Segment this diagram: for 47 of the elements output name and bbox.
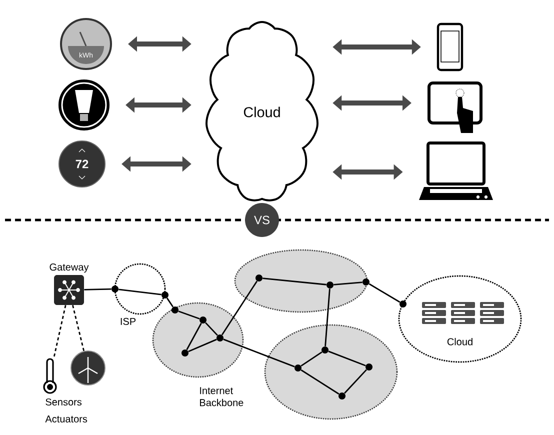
network-link (205, 322, 218, 336)
network-link (328, 350, 366, 366)
network-link (223, 338, 295, 368)
network-dot (326, 282, 334, 288)
network-link (221, 280, 258, 336)
network-link (188, 338, 217, 352)
network-link (118, 288, 162, 296)
sensors-label: Sensors (46, 398, 82, 406)
laptop-icon (419, 142, 493, 200)
network-link (368, 283, 400, 303)
network-link (324, 288, 330, 346)
network-dot (256, 274, 262, 282)
dashed-connector (72, 305, 85, 352)
network-dot (200, 316, 206, 324)
network-dot (172, 306, 178, 314)
vs-badge: VS (245, 203, 279, 237)
network-link (300, 351, 322, 367)
wind-turbine-icon (70, 350, 106, 386)
network-dot (216, 334, 224, 342)
network-link (344, 369, 367, 394)
network-link (262, 278, 326, 286)
network-link (334, 282, 362, 286)
network-dot (400, 300, 406, 308)
actuators-label: Actuators (45, 416, 88, 422)
phone-icon (436, 22, 464, 72)
backbone-label: Internet Backbone (200, 387, 244, 406)
light-bulb-icon (58, 80, 110, 130)
network-link (166, 298, 174, 308)
network-dot (182, 350, 188, 356)
network-link (178, 310, 200, 320)
network-link (84, 288, 112, 290)
network-link (300, 369, 340, 395)
backbone-ellipse (152, 302, 244, 378)
network-link (186, 322, 202, 350)
network-dot (162, 292, 168, 298)
network-dot (362, 278, 370, 286)
node-label: ISP (120, 318, 136, 325)
dashed-connector (53, 305, 66, 357)
network-dot (294, 364, 302, 372)
thermometer-icon (43, 358, 57, 394)
network-dot (112, 286, 118, 292)
backbone-ellipse (264, 324, 398, 420)
network-dot (338, 392, 346, 400)
tablet-icon (428, 82, 482, 133)
backbone-ellipse (234, 249, 368, 313)
network-dot (322, 346, 328, 354)
network-dot (366, 364, 372, 370)
